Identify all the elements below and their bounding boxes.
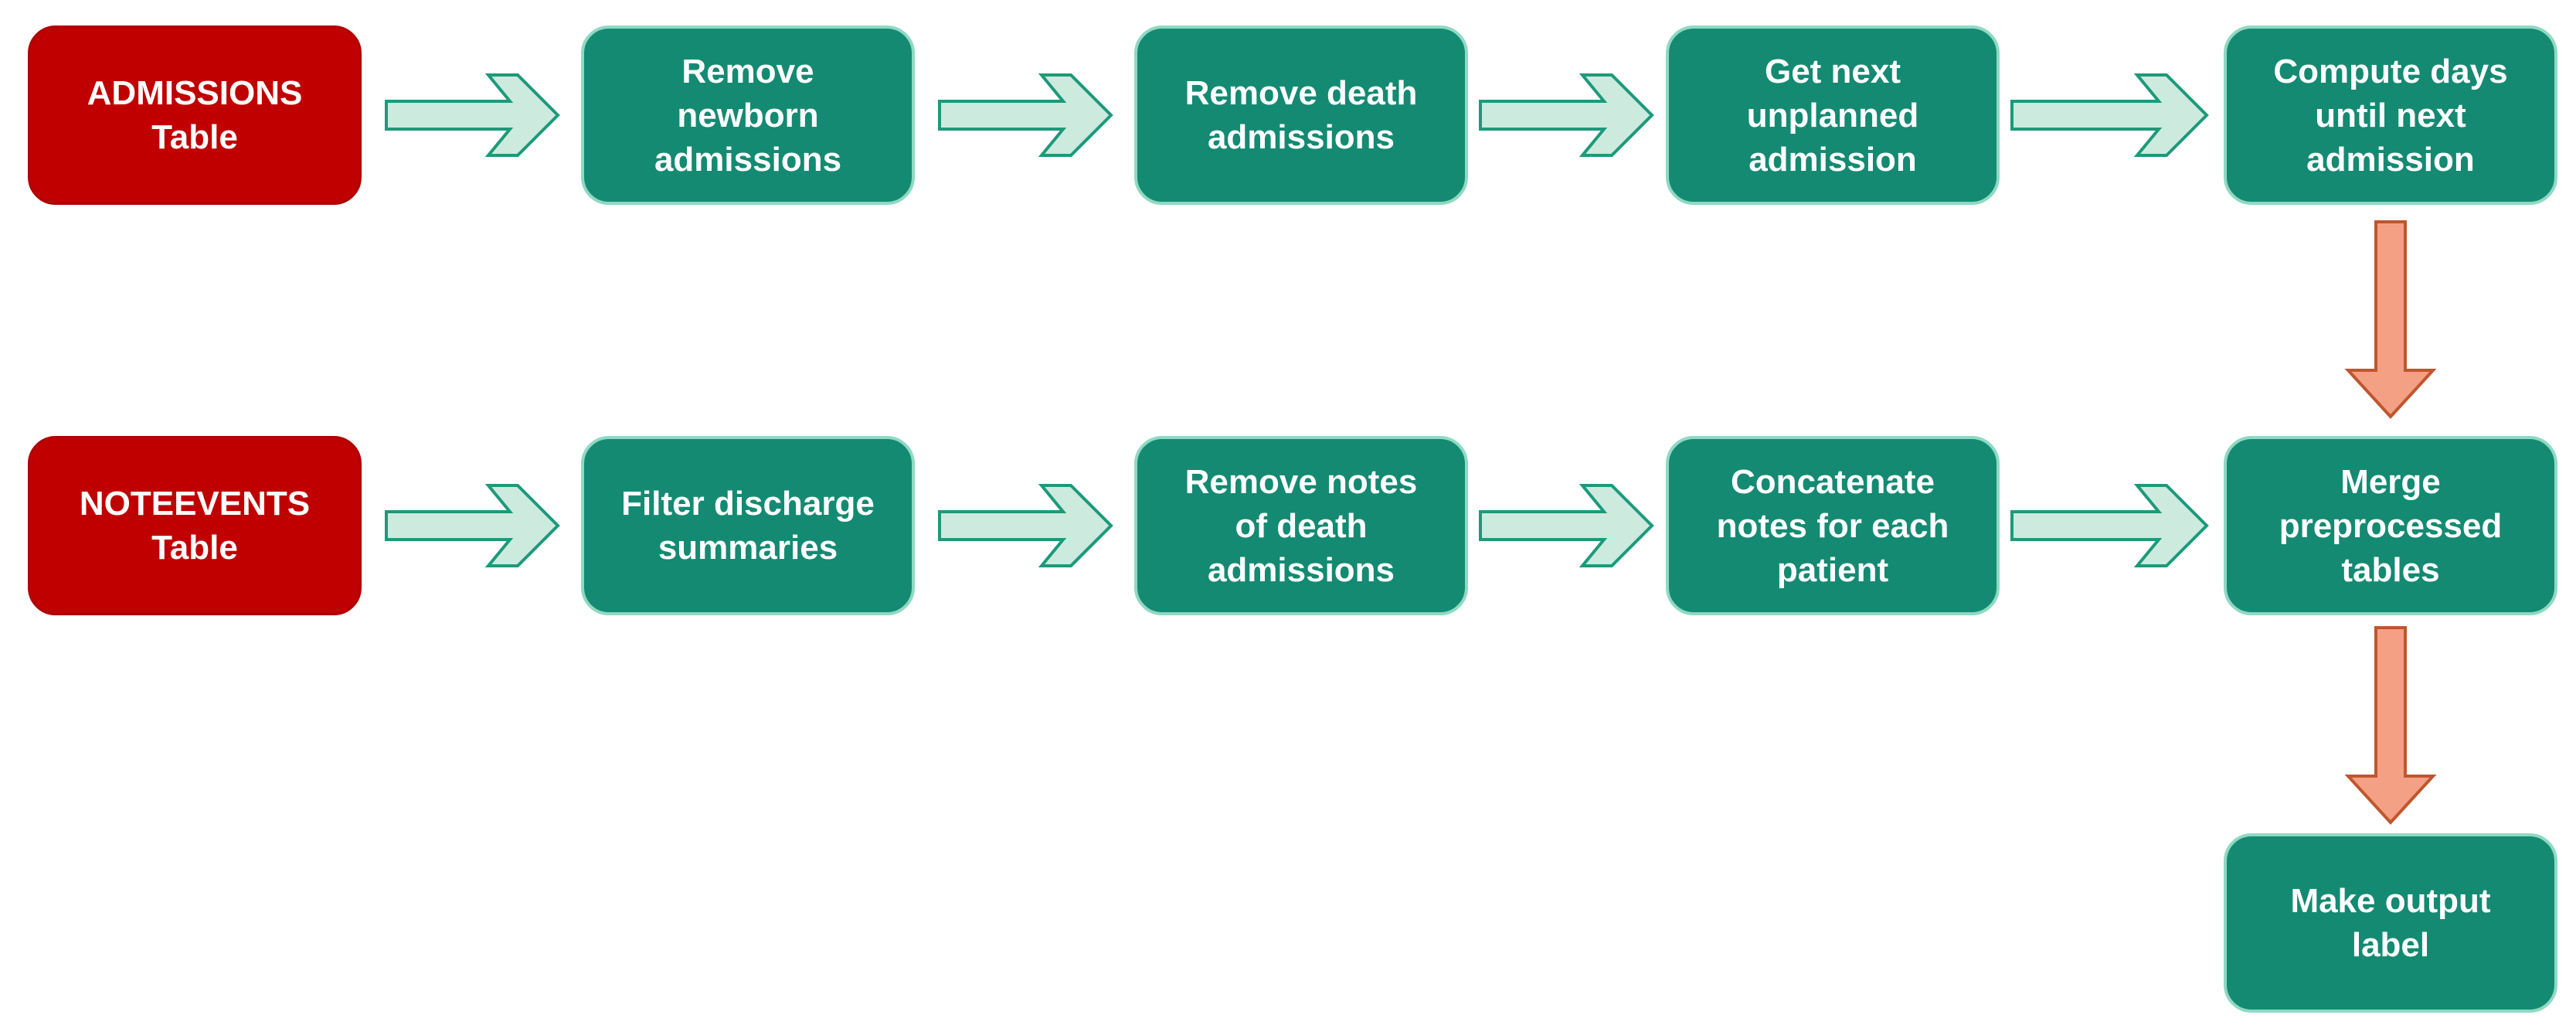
node-line: admissions — [654, 140, 842, 179]
node-line: admissions — [1207, 118, 1395, 156]
node-line: preprocessed — [2279, 506, 2503, 545]
flow-arrow-right — [938, 484, 1113, 567]
remove-notes-of-death-node: Remove notes of death admissions — [1134, 436, 1468, 615]
node-line: Remove death — [1184, 74, 1418, 112]
remove-death-admissions-node: Remove death admissions — [1134, 26, 1468, 205]
node-line: ADMISSIONS — [87, 74, 303, 112]
node-line: unplanned — [1746, 96, 1919, 135]
flow-arrow-right — [385, 484, 560, 567]
node-line: until next — [2315, 96, 2466, 135]
flow-arrow-right — [2010, 484, 2209, 567]
concatenate-notes-node: Concatenate notes for each patient — [1666, 436, 2000, 615]
merge-preprocessed-tables-node: Merge preprocessed tables — [2224, 436, 2557, 615]
filter-discharge-summaries-node: Filter discharge summaries — [581, 436, 915, 615]
make-output-label-node: Make output label — [2224, 833, 2557, 1013]
flow-arrow-right — [2010, 73, 2209, 157]
node-line: admission — [2306, 140, 2475, 179]
node-line: Remove — [681, 52, 814, 90]
flow-arrow-right — [1479, 484, 1654, 567]
node-line: Get next — [1764, 52, 1901, 90]
node-line: newborn — [677, 96, 819, 135]
node-line: patient — [1776, 550, 1889, 589]
node-line: Table — [151, 118, 238, 156]
node-line: of death — [1235, 506, 1368, 545]
flow-arrow-right — [938, 73, 1113, 157]
node-line: notes for each — [1716, 506, 1949, 545]
node-line: tables — [2341, 550, 2440, 589]
flow-arrow-right — [1479, 73, 1654, 157]
merge-arrow-down — [2344, 626, 2437, 826]
node-line: Filter discharge — [621, 485, 875, 523]
get-next-unplanned-admission-node: Get next unplanned admission — [1666, 26, 2000, 205]
merge-arrow-down — [2344, 220, 2437, 420]
admissions-table-node: ADMISSIONS Table — [28, 26, 362, 205]
node-line: Table — [151, 529, 238, 567]
compute-days-node: Compute days until next admission — [2224, 26, 2557, 205]
node-line: Merge — [2340, 462, 2441, 501]
node-line: summaries — [658, 529, 838, 567]
node-line: Make output — [2290, 882, 2491, 920]
flow-arrow-right — [385, 73, 560, 157]
node-line: NOTEEVENTS — [79, 485, 311, 523]
remove-newborn-admissions-node: Remove newborn admissions — [581, 26, 915, 205]
node-line: Compute days — [2273, 52, 2508, 90]
node-line: admissions — [1207, 550, 1395, 589]
noteevents-table-node: NOTEEVENTS Table — [28, 436, 362, 615]
node-line: Concatenate — [1730, 462, 1935, 501]
node-line: Remove notes — [1184, 462, 1418, 501]
node-line: label — [2351, 926, 2430, 964]
node-line: admission — [1748, 140, 1917, 179]
